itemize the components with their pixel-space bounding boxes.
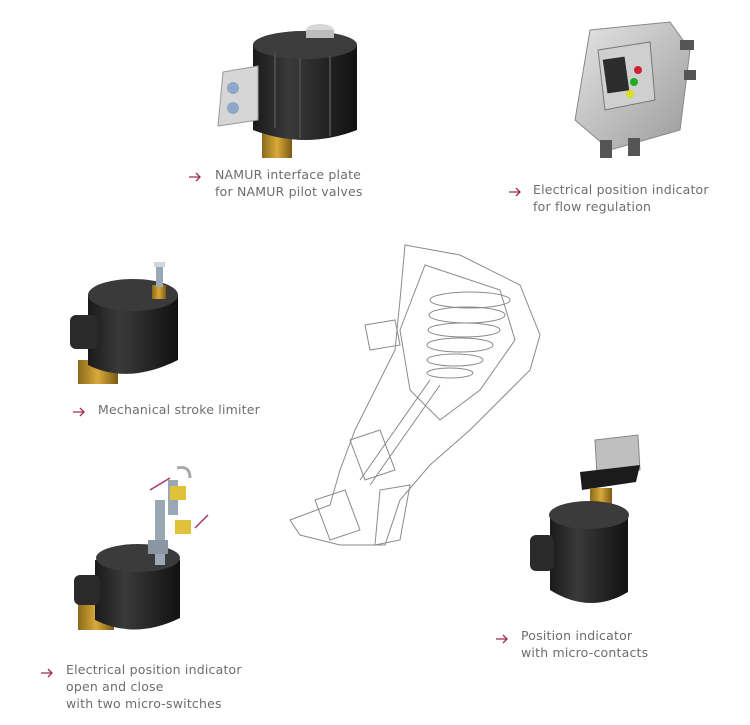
caption-namur-line-1: NAMUR interface plate	[215, 167, 362, 182]
caption-micro-contacts-line-2: with micro-contacts	[521, 645, 649, 660]
caption-micro-contacts-line-1: Position indicator	[521, 628, 633, 643]
electrical-indicator-flow-product	[574, 21, 696, 158]
arrow-right-icon	[508, 186, 522, 198]
arrow-right-icon	[40, 667, 54, 679]
caption-electrical-flow: Electrical position indicator for flow r…	[533, 181, 709, 215]
micro-switch-product	[74, 466, 209, 630]
caption-electrical-flow-line-2: for flow regulation	[533, 199, 652, 214]
micro-contact-product	[530, 434, 641, 604]
caption-micro-switches: Electrical position indicator open and c…	[66, 661, 242, 712]
arrow-right-icon	[188, 171, 202, 183]
caption-namur-line-2: for NAMUR pilot valves	[215, 184, 363, 199]
caption-stroke-limiter: Mechanical stroke limiter	[98, 401, 260, 418]
caption-micro-contacts: Position indicator with micro-contacts	[521, 627, 648, 661]
caption-micro-switches-line-2: open and close	[66, 679, 164, 694]
caption-micro-switches-line-3: with two micro-switches	[66, 696, 222, 711]
arrow-right-icon	[72, 406, 86, 418]
namur-plate-product	[217, 24, 357, 158]
valve-cutaway-drawing	[289, 244, 541, 546]
caption-micro-switches-line-1: Electrical position indicator	[66, 662, 242, 677]
stroke-limiter-product	[70, 262, 178, 384]
caption-namur: NAMUR interface plate for NAMUR pilot va…	[215, 166, 363, 200]
caption-electrical-flow-line-1: Electrical position indicator	[533, 182, 709, 197]
arrow-right-icon	[495, 633, 509, 645]
caption-stroke-limiter-line-1: Mechanical stroke limiter	[98, 402, 261, 417]
